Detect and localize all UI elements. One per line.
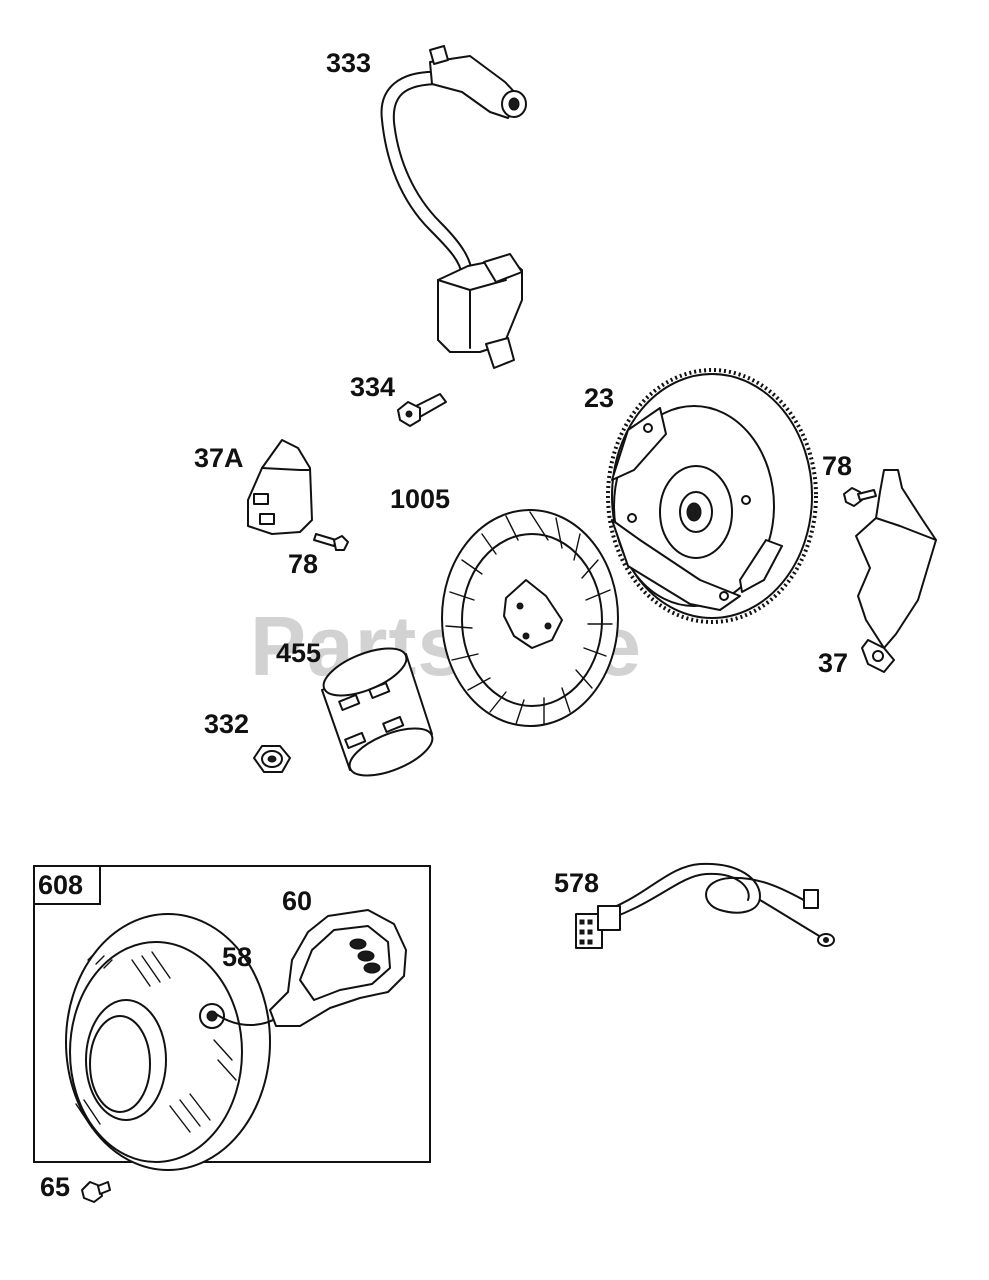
label-60: 60 bbox=[282, 886, 312, 916]
flywheel-part-23[interactable] bbox=[606, 368, 818, 624]
label-78-right: 78 bbox=[822, 451, 852, 481]
label-37: 37 bbox=[818, 648, 848, 678]
screw-part-78-left[interactable] bbox=[313, 533, 349, 551]
label-334: 334 bbox=[350, 372, 395, 402]
nut-part-332[interactable] bbox=[253, 745, 291, 773]
label-578: 578 bbox=[554, 868, 599, 898]
kit-box-608 bbox=[33, 865, 431, 1163]
ignition-coil-part-333[interactable] bbox=[380, 45, 527, 369]
label-333: 333 bbox=[326, 48, 371, 78]
fan-part-1005[interactable] bbox=[441, 509, 619, 727]
label-1005: 1005 bbox=[390, 484, 450, 514]
label-78-left: 78 bbox=[288, 549, 318, 579]
screw-part-65[interactable] bbox=[81, 1181, 111, 1203]
label-58: 58 bbox=[222, 942, 252, 972]
rewind-starter-housing[interactable] bbox=[65, 913, 271, 1171]
cup-part-455[interactable] bbox=[317, 639, 438, 785]
kit-box-608-tag bbox=[33, 865, 101, 905]
screw-part-334[interactable] bbox=[397, 393, 447, 427]
label-37A: 37A bbox=[194, 443, 244, 473]
starter-handle-part-60[interactable] bbox=[269, 909, 407, 1027]
label-23: 23 bbox=[584, 383, 614, 413]
screw-part-78-right[interactable] bbox=[843, 487, 877, 507]
label-455: 455 bbox=[276, 638, 321, 668]
bracket-part-37A[interactable] bbox=[247, 439, 313, 535]
label-332: 332 bbox=[204, 709, 249, 739]
bracket-part-37[interactable] bbox=[855, 469, 937, 673]
label-65: 65 bbox=[40, 1172, 70, 1202]
label-608: 608 bbox=[38, 870, 83, 900]
wire-harness-part-578[interactable] bbox=[575, 862, 835, 949]
